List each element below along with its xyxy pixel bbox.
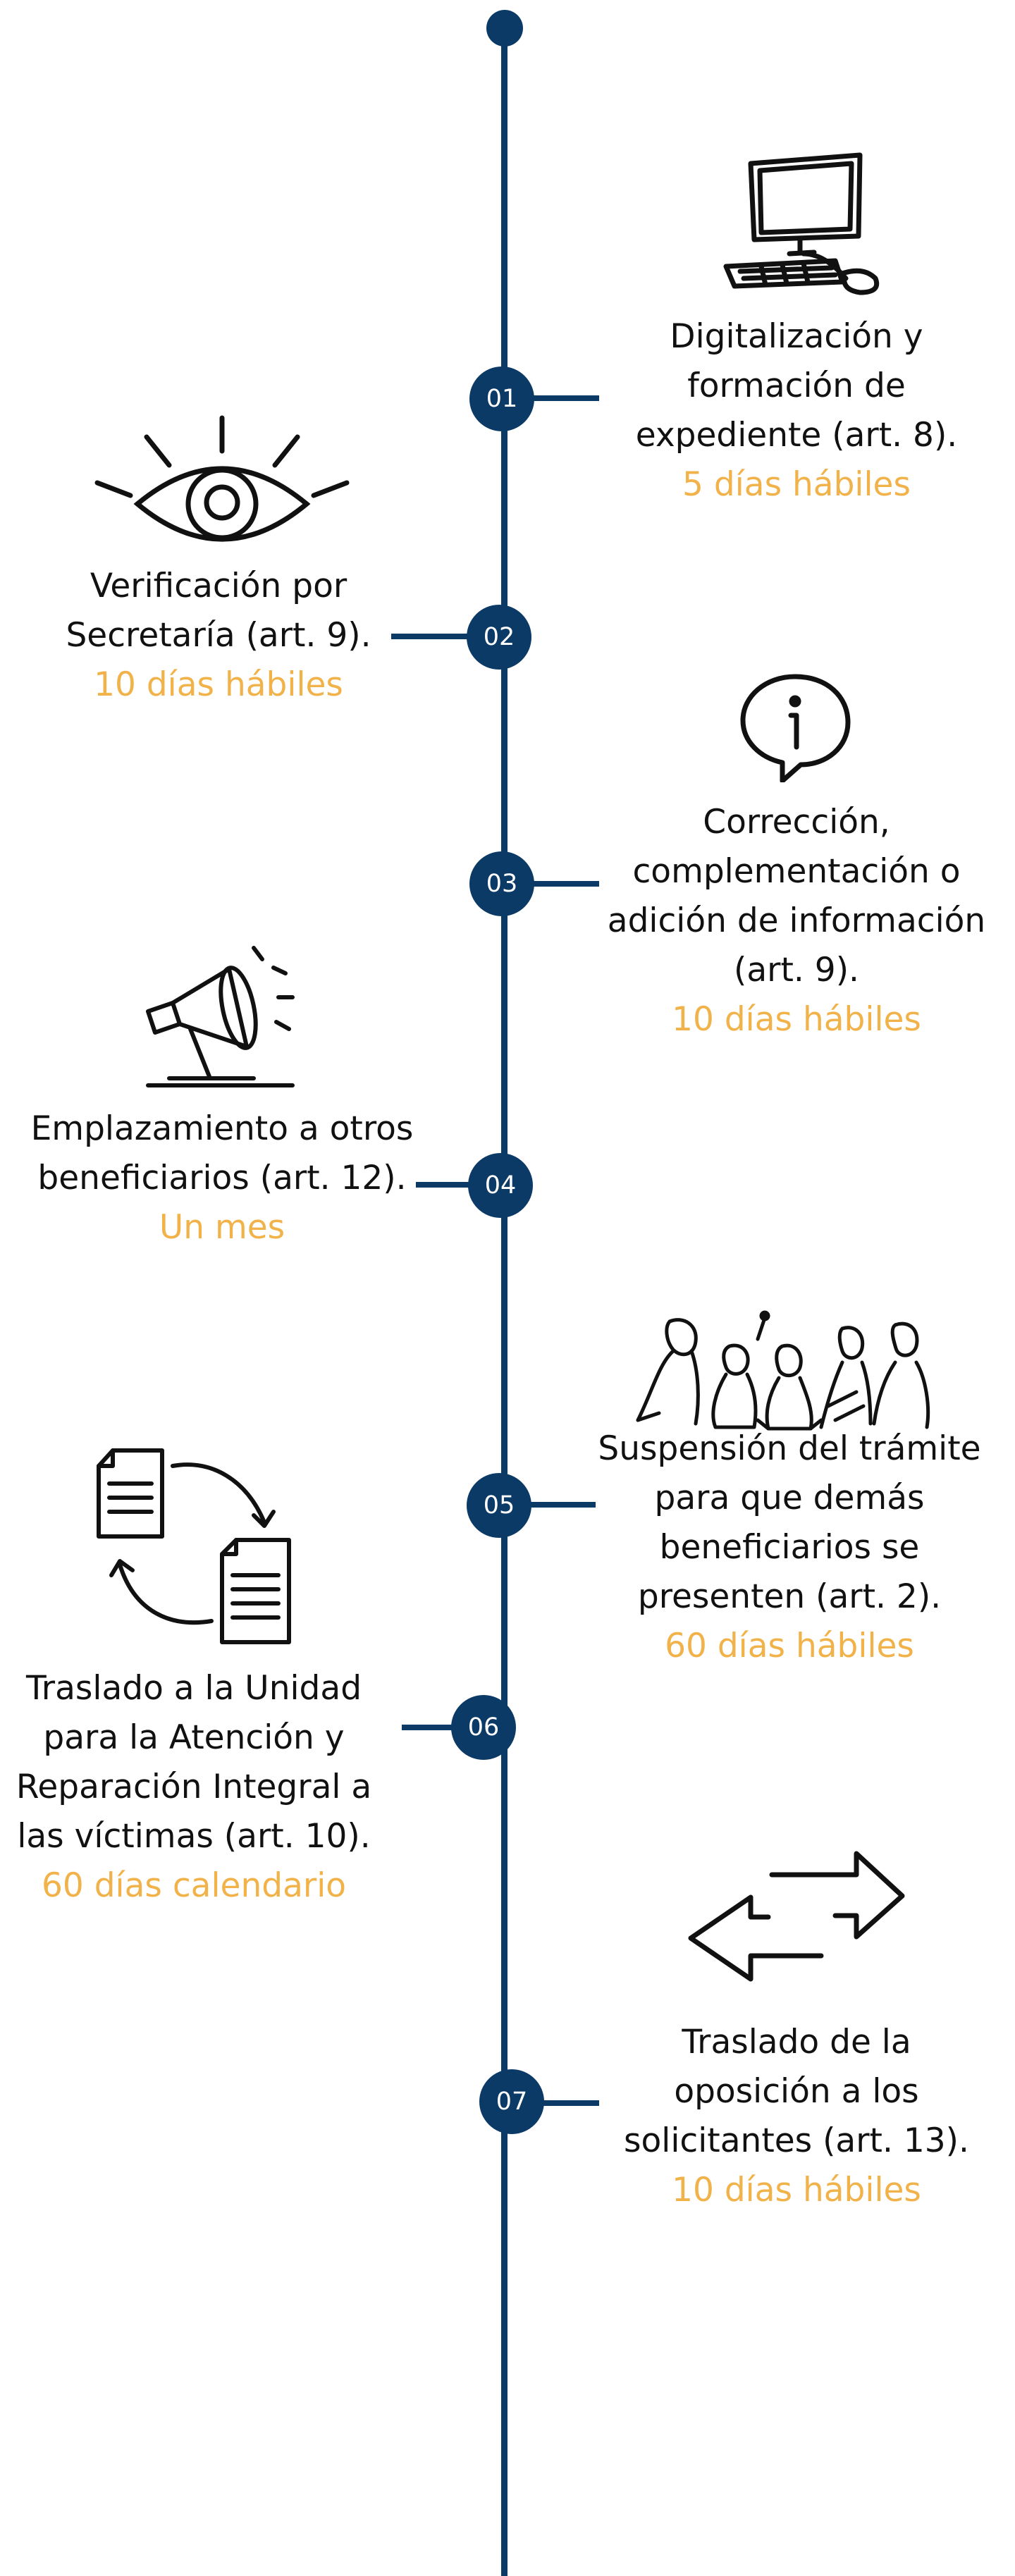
step-04-duration: Un mes xyxy=(159,1208,285,1247)
megaphone-icon xyxy=(141,941,300,1096)
step-05-duration: 60 días hábiles xyxy=(665,1627,914,1665)
step-01-duration: 5 días hábiles xyxy=(682,465,911,504)
step-02-duration: 10 días hábiles xyxy=(94,665,343,704)
timeline-start-dot xyxy=(486,10,523,47)
connector-05 xyxy=(508,1502,596,1508)
step-badge-03: 03 xyxy=(469,851,534,916)
step-badge-02: 02 xyxy=(467,605,531,670)
people-group-icon xyxy=(631,1307,955,1434)
connector-01 xyxy=(508,395,599,401)
step-01-text: Digitalización y formación de expediente… xyxy=(606,312,987,510)
step-badge-06: 06 xyxy=(451,1695,516,1760)
step-badge-01: 01 xyxy=(469,366,534,431)
connector-02 xyxy=(391,634,508,639)
step-06-description: Traslado a la Unidad para la Atención y … xyxy=(16,1669,372,1856)
step-02-description: Verificación por Secretaría (art. 9). xyxy=(66,567,371,655)
step-04-text: Emplazamiento a otros beneficiarios (art… xyxy=(11,1104,433,1252)
step-07-description: Traslado de la oposición a los solicitan… xyxy=(624,2023,969,2160)
connector-07 xyxy=(508,2100,599,2106)
connector-04 xyxy=(416,1182,508,1188)
step-07-text: Traslado de la oposición a los solicitan… xyxy=(603,2018,990,2215)
document-transfer-icon xyxy=(92,1445,296,1646)
step-03-duration: 10 días hábiles xyxy=(672,1000,921,1039)
step-05-text: Suspensión del trámite para que demás be… xyxy=(578,1424,1001,1671)
eye-icon xyxy=(92,412,352,553)
computer-icon xyxy=(719,148,888,300)
step-badge-05: 05 xyxy=(467,1473,531,1538)
step-04-description: Emplazamiento a otros beneficiarios (art… xyxy=(30,1109,414,1197)
step-badge-04: 04 xyxy=(468,1153,533,1218)
step-06-text: Traslado a la Unidad para la Atención y … xyxy=(0,1664,388,1911)
two-way-arrows-icon xyxy=(684,1847,913,1988)
step-07-duration: 10 días hábiles xyxy=(672,2171,921,2210)
step-badge-07: 07 xyxy=(479,2069,544,2134)
connector-03 xyxy=(508,881,599,887)
info-speech-bubble-icon xyxy=(739,670,851,782)
step-03-text: Corrección, complementación o adición de… xyxy=(585,798,1008,1044)
step-06-duration: 60 días calendario xyxy=(41,1866,347,1905)
step-02-text: Verificación por Secretaría (art. 9). 10… xyxy=(28,562,409,710)
step-05-description: Suspensión del trámite para que demás be… xyxy=(598,1429,981,1616)
step-03-description: Corrección, complementación o adición de… xyxy=(607,803,986,990)
step-01-description: Digitalización y formación de expediente… xyxy=(635,317,958,455)
timeline-axis xyxy=(501,28,508,2576)
